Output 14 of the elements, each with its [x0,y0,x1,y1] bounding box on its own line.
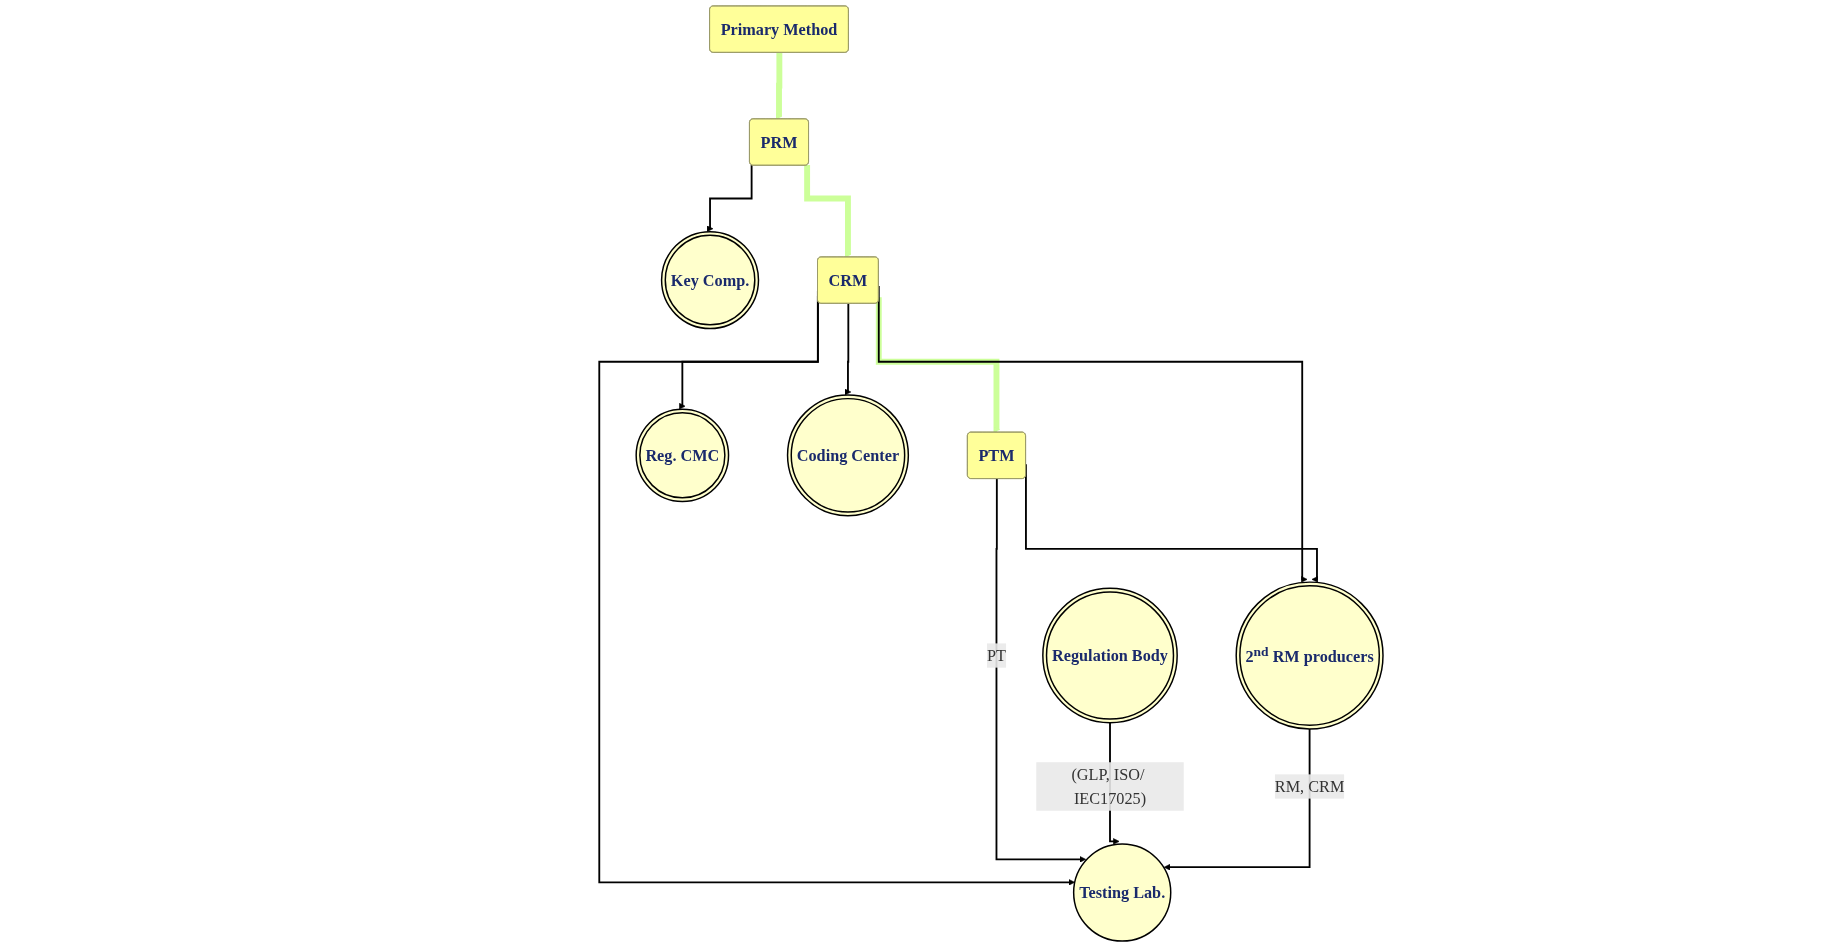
node-circle: 2$^{nd}$ RM producers [1235,581,1384,730]
arrow [775,52,783,120]
node-circle: Key Comp. [660,230,760,330]
node-circle: Reg. CMC [635,408,730,503]
arrow [1163,728,1311,871]
edge-label: RM, CRM [1274,777,1345,796]
edge-label: (GLP, ISO/ IEC17025) [1071,765,1146,808]
arrow [804,165,852,258]
arrow [875,297,1000,433]
arrow [995,478,1086,863]
arrow [706,164,753,232]
edge-label: PT [986,646,1006,665]
node-circle: Testing Lab. [1072,843,1172,942]
arrow [844,302,852,396]
